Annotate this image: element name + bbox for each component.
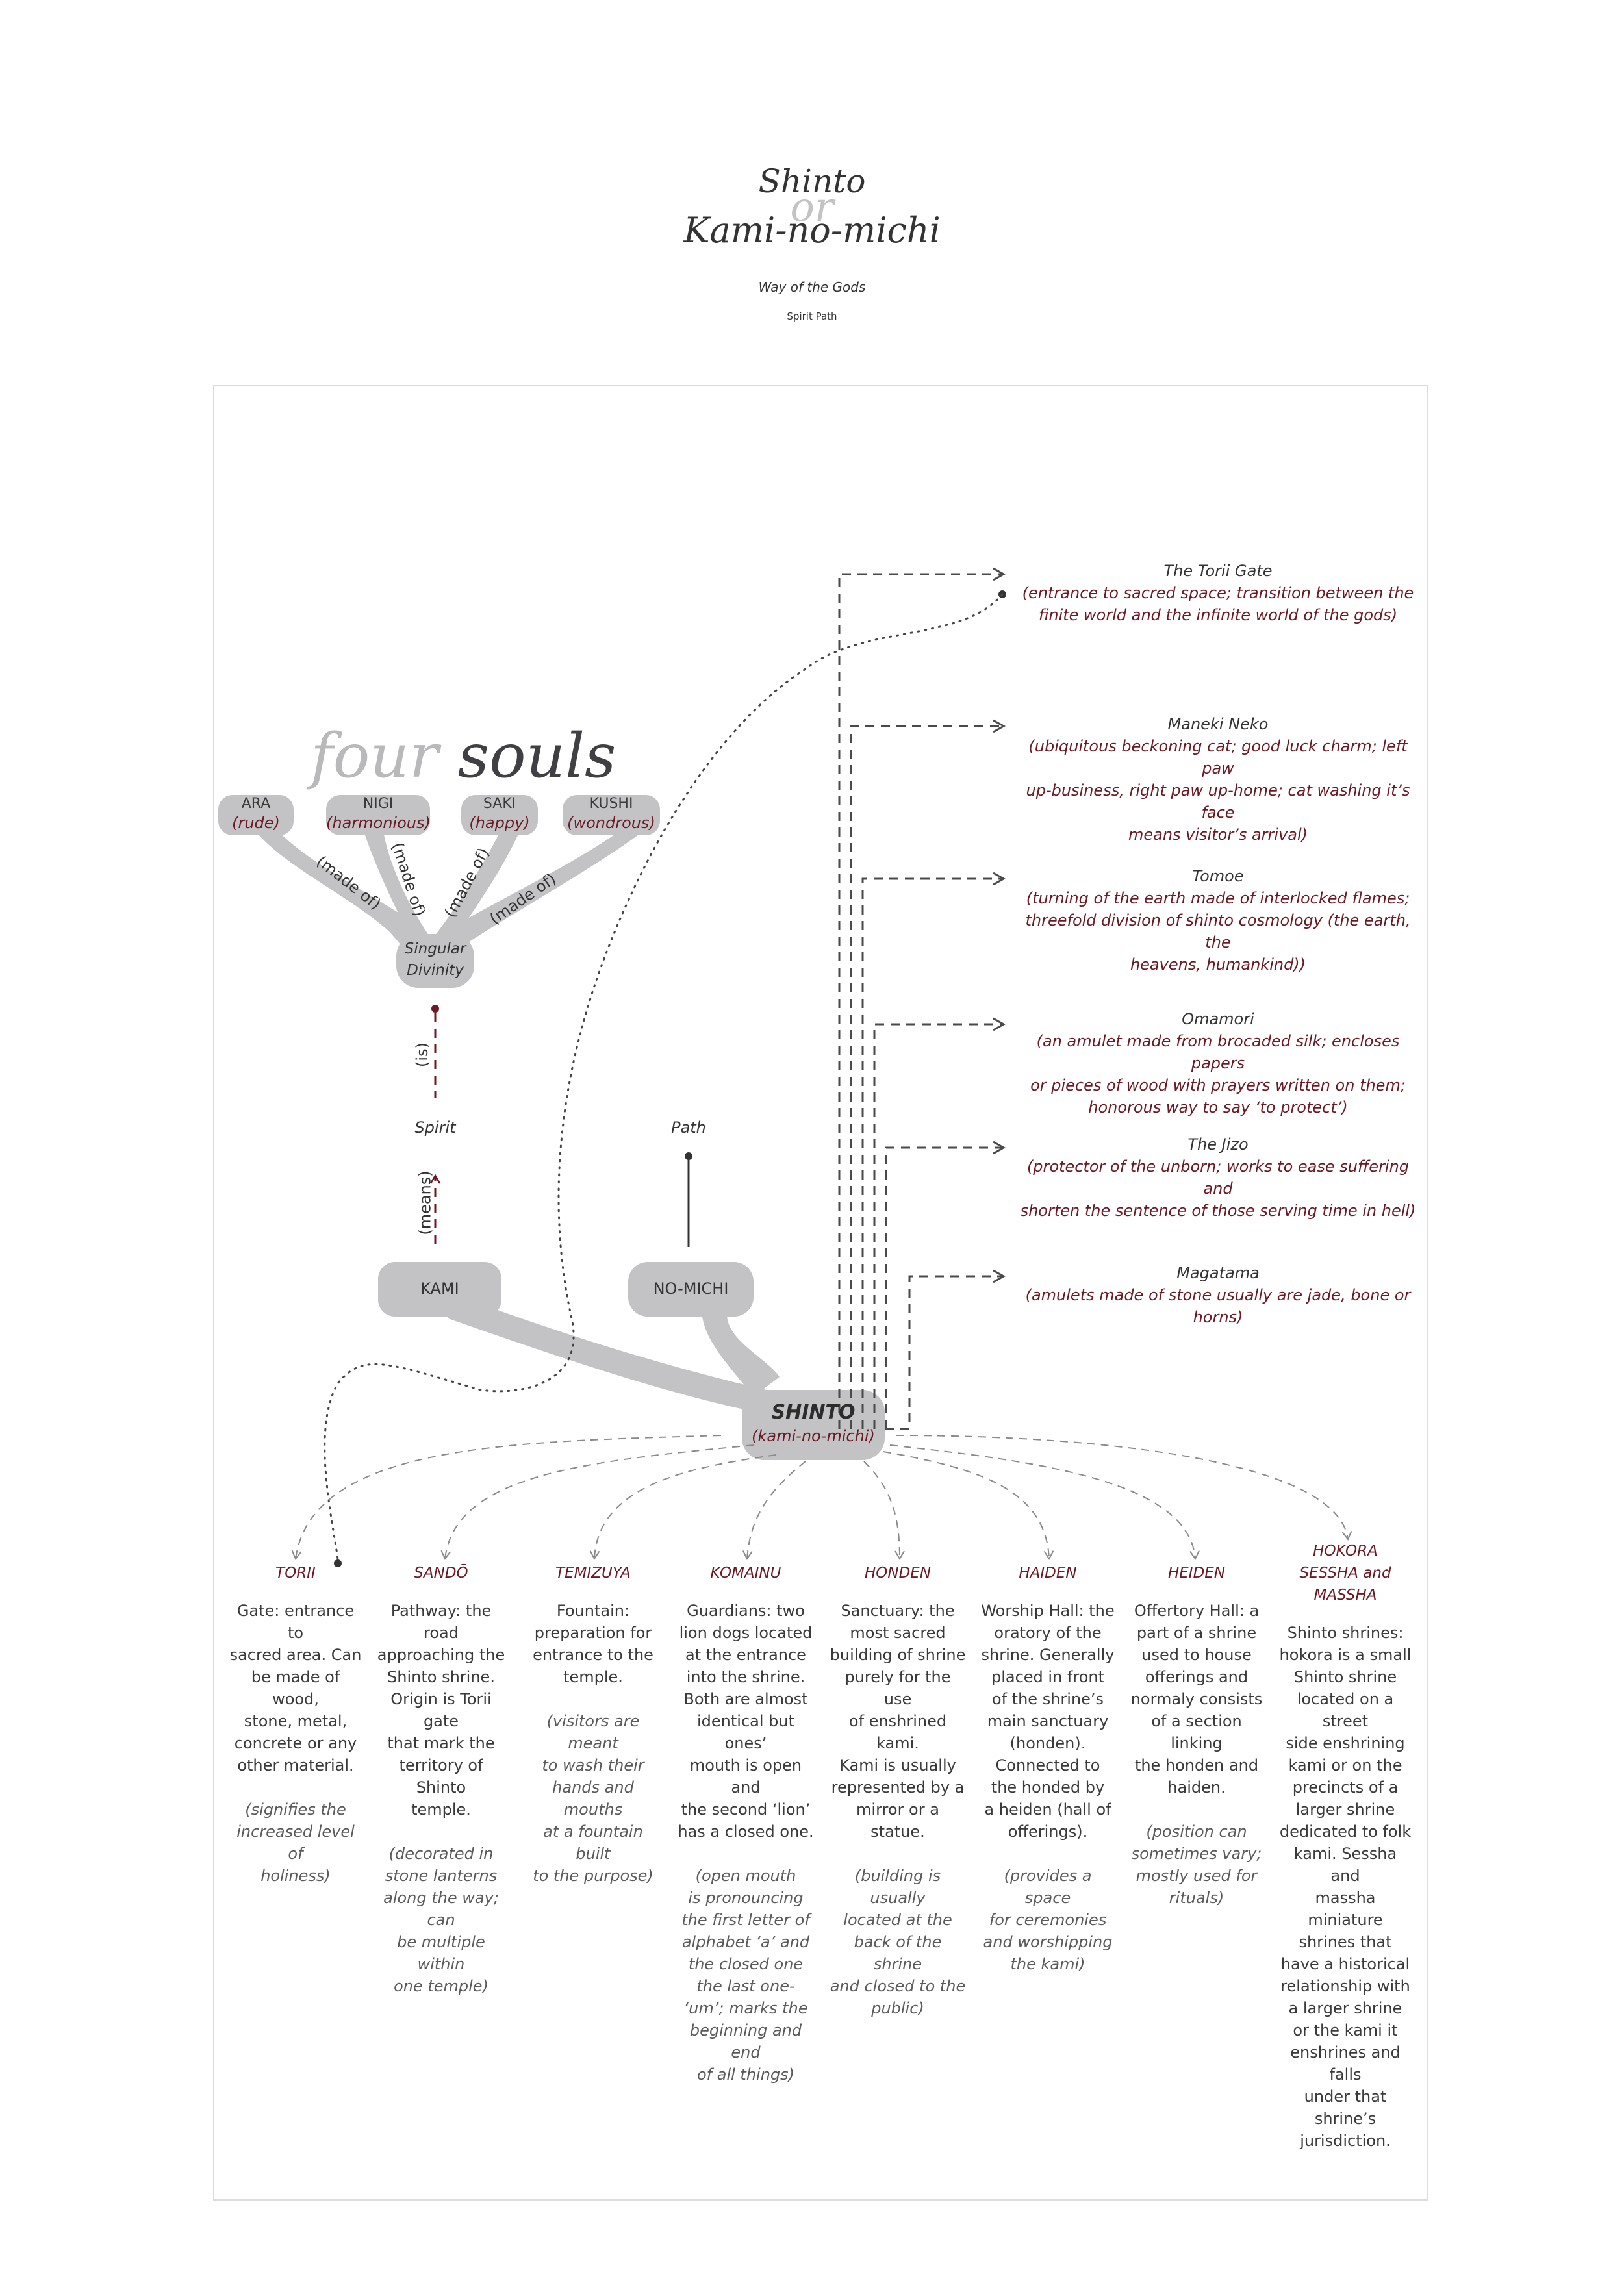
four-souls-heading: four souls: [311, 721, 616, 792]
title-kami-no-michi: Kami-no-michi: [683, 210, 941, 251]
soul-kushi: KUSHI (wondrous): [567, 796, 655, 832]
singular-divinity: Singular Divinity: [404, 940, 466, 979]
subtitle-spirit-path: Spirit Path: [787, 310, 837, 322]
four-souls-tree: [253, 825, 643, 988]
title-shinto: Shinto: [758, 162, 866, 200]
subtitle-way-of-the-gods: Way of the Gods: [758, 279, 866, 295]
soul-ara: ARA (rude): [232, 796, 280, 832]
soul-nigi: NIGI (harmonious): [326, 796, 431, 832]
path-label: Path: [671, 1118, 706, 1137]
no-michi-node: NO-MICHI: [653, 1280, 729, 1298]
kami-node: KAMI: [420, 1280, 459, 1298]
diagram-frame: [213, 385, 1428, 2201]
is-dot: [431, 1005, 439, 1013]
right-item-torii-gate: The Torii Gate (entrance to sacred space…: [1022, 562, 1414, 624]
right-item-omamori: Omamori (an amulet made from brocaded si…: [1030, 1010, 1406, 1116]
spirit-label: Spirit: [414, 1118, 456, 1137]
right-item-jizo: The Jizo (protector of the unborn; works…: [1020, 1135, 1416, 1220]
four-souls-pills: [218, 795, 660, 835]
is-label: (is): [412, 1042, 431, 1067]
means-label: (means): [416, 1170, 435, 1235]
right-item-maneki-neko: Maneki Neko (ubiquitous beckoning cat; g…: [1026, 715, 1410, 844]
right-item-tomoe: Tomoe (turning of the earth made of inte…: [1025, 867, 1411, 974]
right-item-magatama: Magatama (amulets made of stone usually …: [1025, 1264, 1411, 1326]
shinto-center-node: SHINTO (kami-no-michi): [752, 1401, 875, 1445]
title-or: or: [790, 183, 834, 231]
soul-saki: SAKI (happy): [469, 796, 530, 832]
